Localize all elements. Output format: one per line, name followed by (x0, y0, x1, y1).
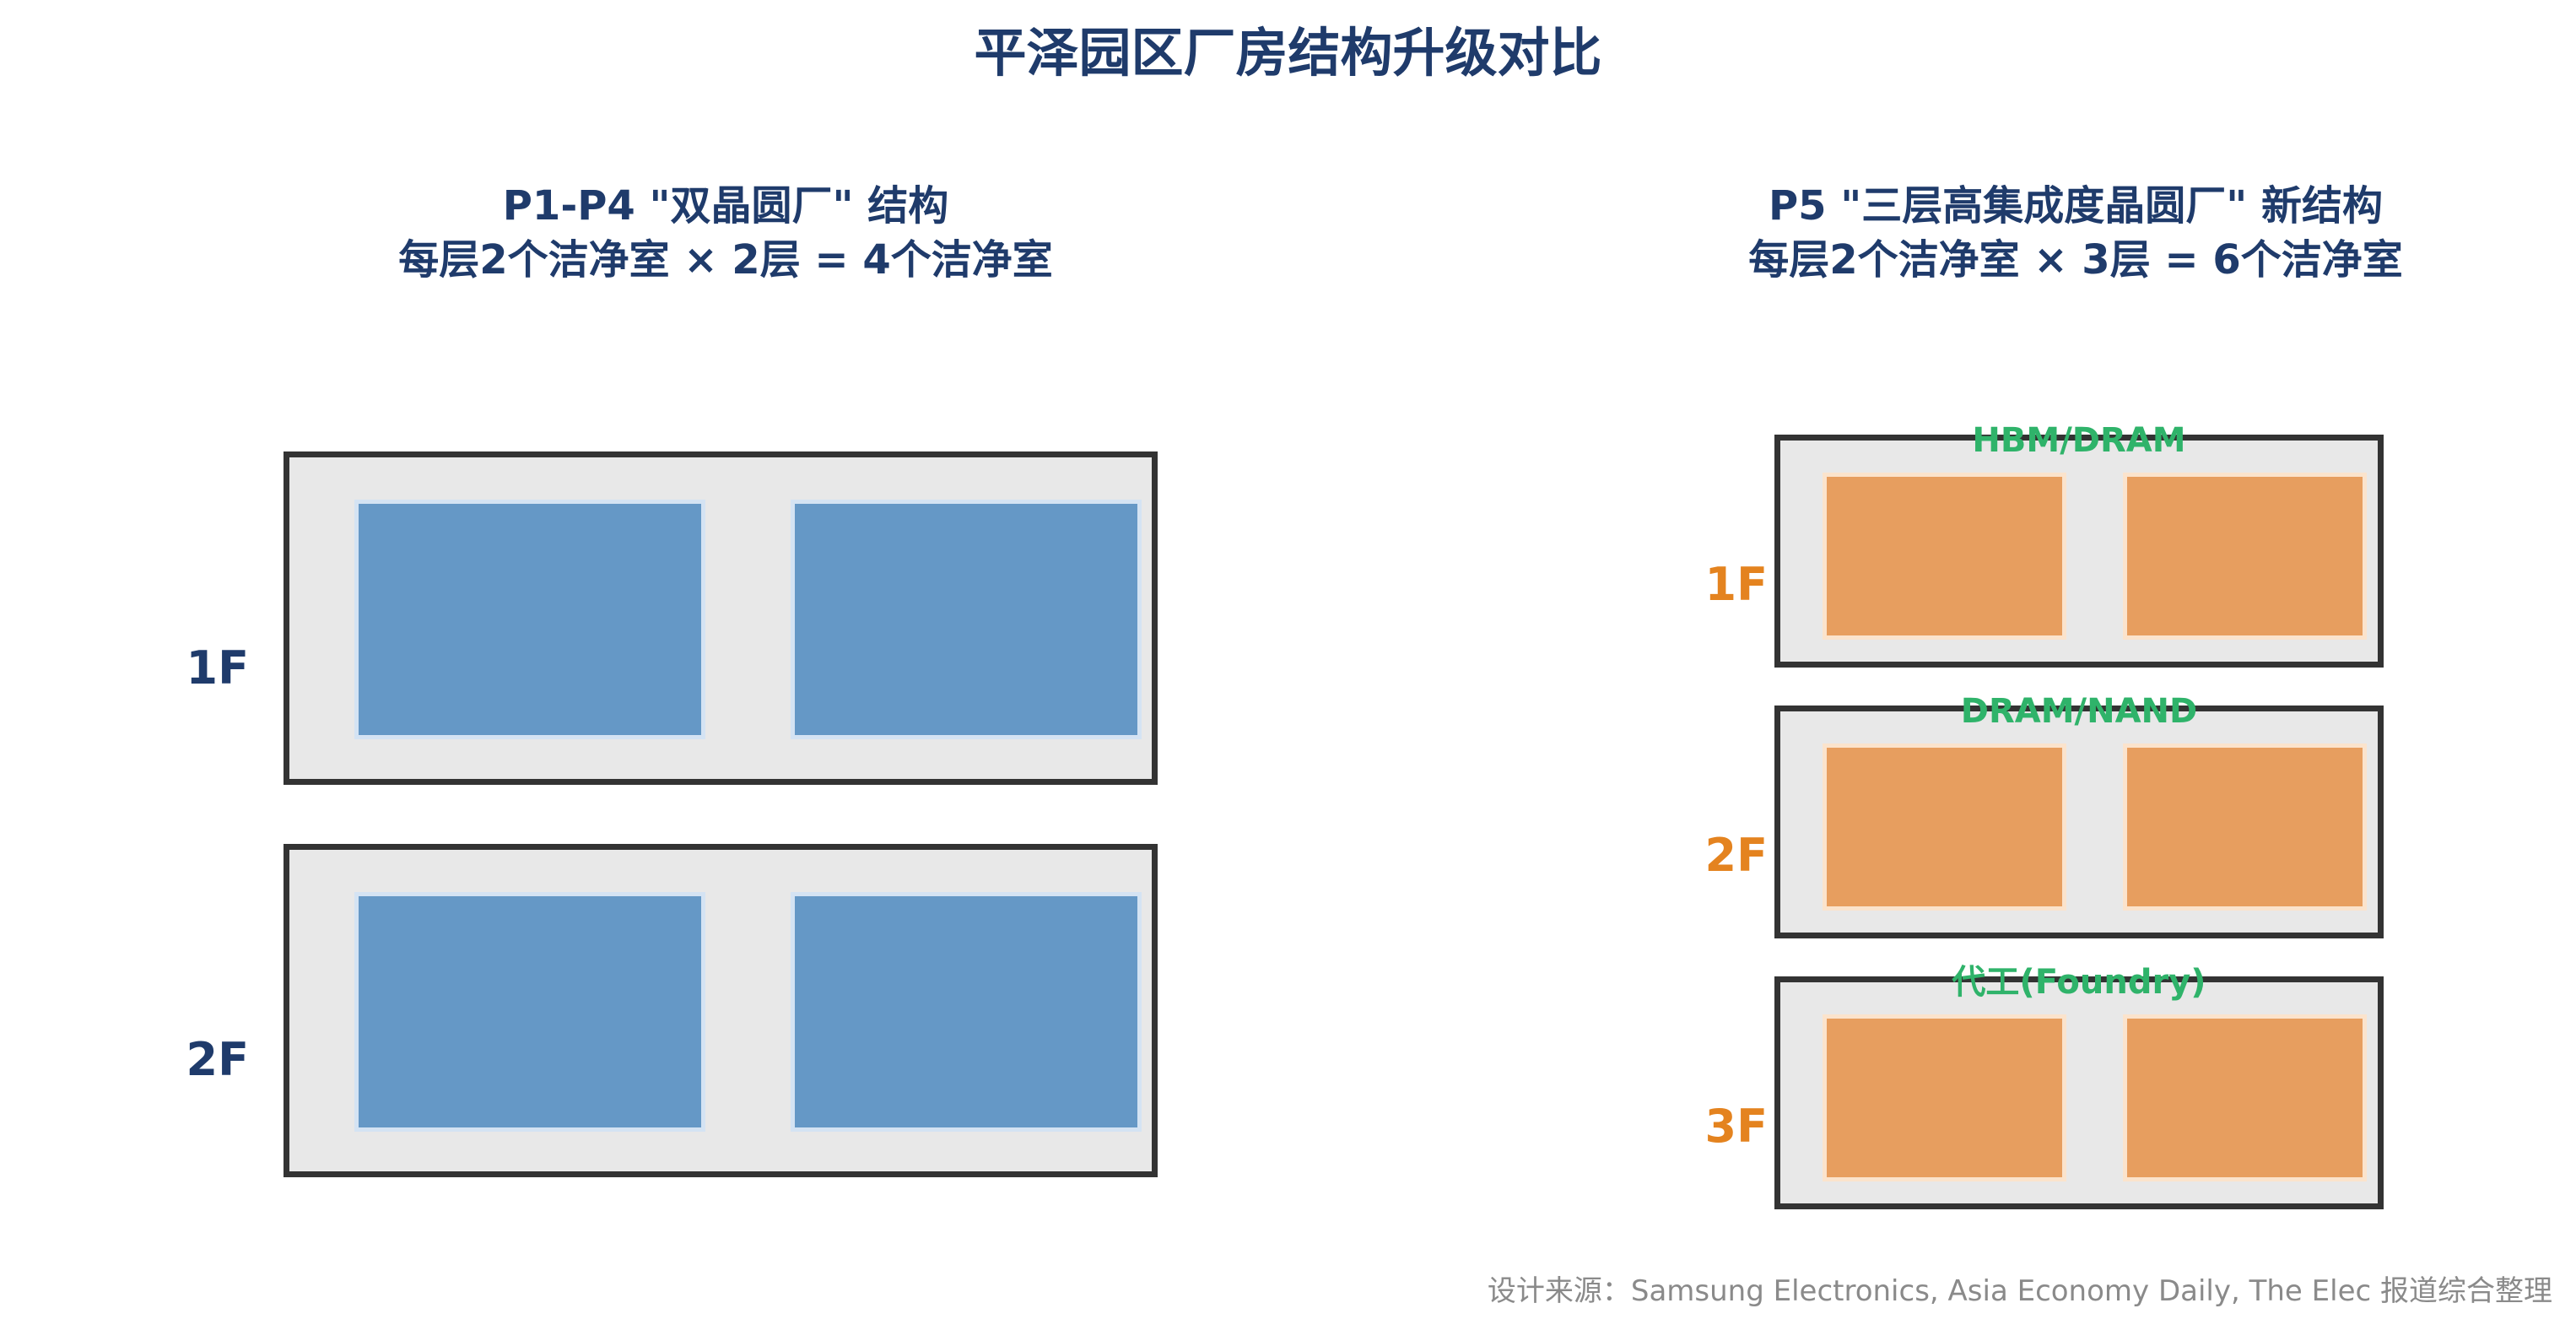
cleanroom-right-3f-a (1823, 1014, 2066, 1181)
left-building-floor-1 (284, 451, 1158, 785)
right-floor-label-3f: 3F (1704, 1100, 1768, 1153)
left-subtitle: P1-P4 "双晶圆厂" 结构 每层2个洁净室 × 2层 = 4个洁净室 (278, 179, 1173, 287)
left-building-floor-2 (284, 844, 1158, 1177)
right-subtitle: P5 "三层高集成度晶圆厂" 新结构 每层2个洁净室 × 3层 = 6个洁净室 (1654, 179, 2498, 287)
cleanroom-right-2f-b (2123, 743, 2367, 911)
left-heading: P1-P4 "双晶圆厂" 结构 (502, 182, 949, 230)
left-floor-label-2f: 2F (186, 1033, 249, 1086)
cleanroom-right-3f-b (2123, 1014, 2367, 1181)
right-building-floor-3 (1774, 976, 2384, 1209)
left-summary: 每层2个洁净室 × 2层 = 4个洁净室 (398, 236, 1053, 284)
cleanroom-right-1f-b (2123, 473, 2367, 640)
right-floor-tag-2f: DRAM/NAND (1960, 692, 2198, 731)
right-building-floor-2 (1774, 706, 2384, 938)
cleanroom-left-2f-b (791, 892, 1142, 1132)
cleanroom-left-1f-a (354, 500, 705, 739)
right-floor-label-2f: 2F (1704, 829, 1768, 882)
right-floor-label-1f: 1F (1704, 558, 1768, 611)
cleanroom-left-1f-b (791, 500, 1142, 739)
right-summary: 每层2个洁净室 × 3层 = 6个洁净室 (1748, 236, 2403, 284)
diagram-title: 平泽园区厂房结构升级对比 (974, 22, 1602, 84)
cleanroom-left-2f-a (354, 892, 705, 1132)
right-building-floor-1 (1774, 435, 2384, 668)
left-floor-label-1f: 1F (186, 641, 249, 695)
right-floor-tag-3f: 代工(Foundry) (1952, 963, 2206, 1002)
right-heading: P5 "三层高集成度晶圆厂" 新结构 (1768, 182, 2384, 230)
cleanroom-right-1f-a (1823, 473, 2066, 640)
source-note: 设计来源：Samsung Electronics, Asia Economy D… (1487, 1274, 2552, 1308)
cleanroom-right-2f-a (1823, 743, 2066, 911)
right-floor-tag-1f: HBM/DRAM (1972, 421, 2186, 460)
